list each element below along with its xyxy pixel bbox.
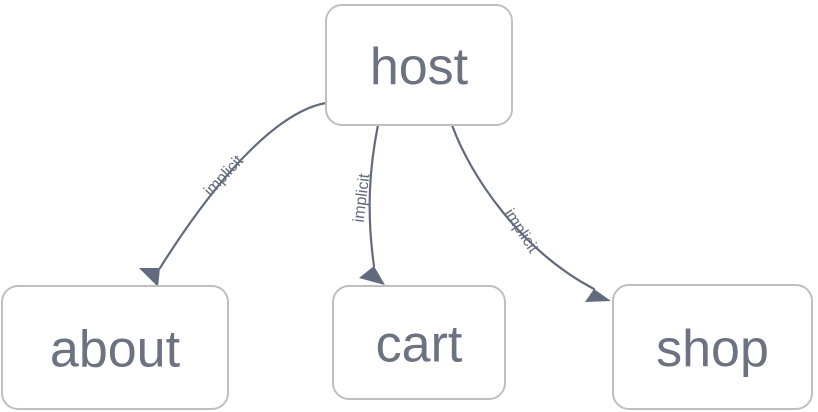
node-host[interactable]: host [325,4,513,126]
node-shop[interactable]: shop [612,284,813,410]
edge-host-about[interactable]: implicit [139,101,328,287]
node-host-rect[interactable] [325,4,513,126]
node-host-label: host [370,38,469,96]
edge-host-shop-arrowhead-icon [585,289,611,302]
edge-host-cart-path [368,123,380,268]
edge-host-about-arrowhead-icon [139,268,160,287]
node-about-rect[interactable] [1,285,229,410]
edge-host-shop-label: implicit [501,206,542,257]
node-cart-rect[interactable] [332,285,506,400]
edge-host-about-label: implicit [201,152,247,200]
node-shop-label: shop [656,320,769,378]
node-cart-label: cart [376,316,463,374]
edges-layer: implicit implicit implicit [139,101,611,302]
edge-host-cart-label: implicit [351,172,374,223]
node-about-label: about [50,321,181,379]
node-about[interactable]: about [1,285,229,410]
edge-host-cart-arrowhead-icon [359,266,385,285]
edge-host-shop-path [450,123,596,291]
edge-host-about-path [158,101,328,270]
node-cart[interactable]: cart [332,285,506,400]
node-shop-rect[interactable] [612,284,813,410]
edge-host-cart[interactable]: implicit [351,123,385,285]
edge-host-shop[interactable]: implicit [450,123,611,302]
nodes-layer: host about cart shop [1,4,813,410]
